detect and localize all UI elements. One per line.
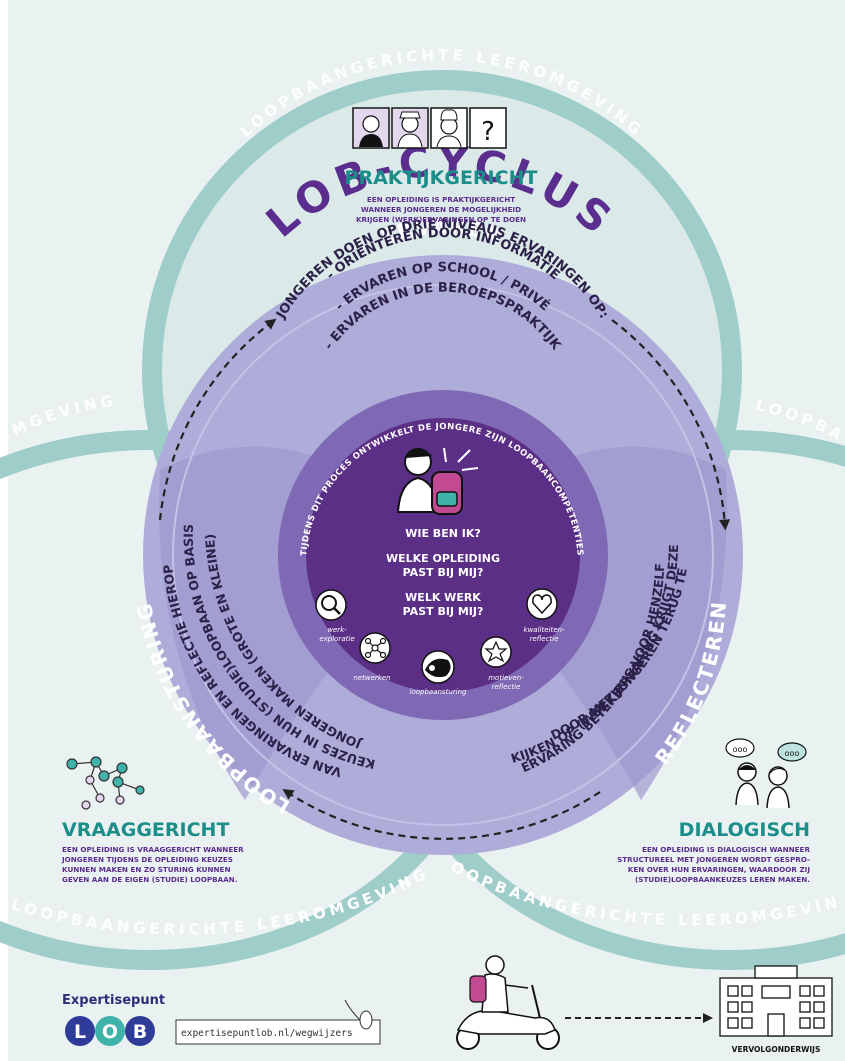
svg-text:exploratie: exploratie (319, 635, 354, 643)
dialogue-people-icon: ooo ooo (725, 738, 807, 809)
svg-text:ooo: ooo (785, 749, 800, 758)
mouse-icon (344, 999, 373, 1030)
svg-text:O: O (102, 1021, 118, 1043)
vraaggericht-title: VRAAGGERICHT (62, 819, 229, 841)
svg-text:L: L (74, 1021, 86, 1043)
praktijkgericht-description: EEN OPLEIDING IS PRAKTIJKGERICHT WANNEER… (356, 195, 526, 224)
vraaggericht-description: EEN OPLEIDING IS VRAAGGERICHT WANNEER JO… (61, 845, 244, 884)
student-backpack-icon (396, 447, 479, 515)
question-who: WIE BEN IK? (405, 527, 481, 540)
svg-text:werk-: werk- (327, 626, 347, 634)
svg-text:STRUCTUREEL MET JONGEREN WORDT: STRUCTUREEL MET JONGEREN WORDT GESPRO- (617, 855, 810, 864)
svg-text:kwaliteiten-: kwaliteiten- (524, 626, 565, 634)
competency-netwerken: netwerken (353, 632, 391, 682)
svg-text:(STUDIE)LOOPBAANKEUZES LEREN M: (STUDIE)LOOPBAANKEUZES LEREN MAKEN. (635, 875, 810, 884)
svg-text:ooo: ooo (733, 745, 748, 754)
vervolgonderwijs-label: VERVOLGONDERWIJS (732, 1045, 821, 1054)
competency-werkexploratie: werk- exploratie (315, 589, 355, 643)
question-education-b: PAST BIJ MIJ? (403, 566, 484, 579)
svg-text:GEVEN AAN DE EIGEN (STUDIE) LO: GEVEN AAN DE EIGEN (STUDIE) LOOPBAAN. (62, 875, 237, 884)
portrait-icons: ? (352, 107, 507, 149)
competency-motievenreflectie: motieven- reflectie (480, 636, 524, 691)
center-questions: WIE BEN IK? WELKE OPLEIDING PAST BIJ MIJ… (386, 527, 500, 618)
website-url: expertisepuntlob.nl/wegwijzers (181, 1028, 353, 1039)
center-circle (306, 418, 580, 692)
heart-icon (532, 594, 552, 615)
svg-text:reflectie: reflectie (530, 635, 559, 643)
svg-text:EEN OPLEIDING IS DIALOGISCH WA: EEN OPLEIDING IS DIALOGISCH WANNEER (642, 845, 810, 854)
network-icon (364, 637, 387, 659)
lob-logo: L O B (65, 1016, 155, 1046)
scooter-rider-icon (456, 955, 560, 1050)
svg-text:KEN OVER HUN ERVARINGEN, WAARD: KEN OVER HUN ERVARINGEN, WAARDOOR ZIJ (628, 865, 811, 874)
school-building-icon (719, 965, 833, 1037)
svg-text:KUNNEN MAKEN EN ZO STURING KUN: KUNNEN MAKEN EN ZO STURING KUNNEN (62, 865, 230, 874)
question-work-a: WELK WERK (405, 591, 481, 604)
svg-text:JONGEREN TIJDENS DE OPLEIDING: JONGEREN TIJDENS DE OPLEIDING KEUZES (61, 855, 233, 864)
star-icon (484, 640, 508, 663)
competency-loopbaansturing: loopbaansturing (410, 650, 468, 696)
question-mark-icon: ? (481, 117, 495, 147)
dialogisch-description: EEN OPLEIDING IS DIALOGISCH WANNEER STRU… (617, 845, 810, 884)
steering-icon (425, 658, 451, 678)
svg-text:netwerken: netwerken (353, 674, 390, 682)
network-molecule-icon (66, 756, 145, 810)
magnifier-icon (321, 595, 337, 611)
praktijkgericht-title: PRAKTIJKGERICHT (345, 167, 538, 189)
brand-name: Expertisepunt (62, 993, 165, 1008)
svg-text:EEN OPLEIDING IS VRAAGGERICHT: EEN OPLEIDING IS VRAAGGERICHT WANNEER (62, 845, 244, 854)
arrow-sturing-to-ervaren (158, 318, 277, 521)
competency-kwaliteitenreflectie: kwaliteiten- reflectie (524, 588, 565, 643)
svg-text:WANNEER JONGEREN DE MOGELIJKHE: WANNEER JONGEREN DE MOGELIJKHEID (361, 205, 521, 214)
svg-text:motieven-: motieven- (488, 674, 524, 682)
question-work-b: PAST BIJ MIJ? (403, 605, 484, 618)
svg-text:B: B (133, 1021, 147, 1043)
question-education-a: WELKE OPLEIDING (386, 552, 500, 565)
url-box (175, 1019, 381, 1045)
arrow-ervaren-to-reflecteren (611, 319, 731, 531)
svg-text:EEN OPLEIDING IS PRAKTIJKGERIC: EEN OPLEIDING IS PRAKTIJKGERICHT (367, 195, 515, 204)
svg-text:KRIJGEN (WERK)ERVARINGEN OP TE: KRIJGEN (WERK)ERVARINGEN OP TE DOEN (356, 215, 526, 224)
svg-text:reflectie: reflectie (492, 683, 521, 691)
dialogisch-title: DIALOGISCH (679, 819, 810, 841)
svg-text:loopbaansturing: loopbaansturing (410, 688, 468, 696)
